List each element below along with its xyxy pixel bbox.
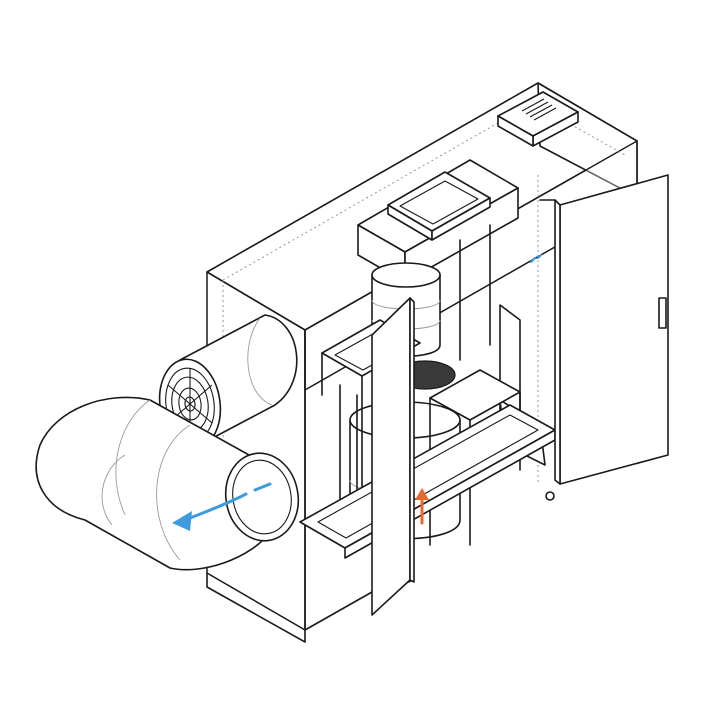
elbow-seam-1: [115, 399, 151, 516]
right-door: [539, 174, 669, 485]
vent-grille-icon: [521, 98, 557, 121]
center-door-edge: [409, 297, 415, 583]
elbow-seam-3: [156, 424, 191, 561]
center-door: [371, 297, 415, 616]
elbow-seam-2: [101, 454, 126, 526]
heat-up-arrow-icon: [415, 488, 429, 525]
elbow-duct: [35, 396, 300, 571]
elbow-duct-body: [35, 396, 273, 571]
cabinet-base-edge-2: [206, 572, 306, 643]
upper-duct-seam: [247, 317, 273, 406]
duct-frame-side: [431, 197, 491, 241]
right-door-panel: [559, 174, 669, 485]
top-vent: [497, 91, 579, 147]
cylinder-upper-cap: [371, 262, 441, 288]
right-door-handle[interactable]: [658, 297, 667, 329]
duct-frame-inner: [399, 180, 479, 225]
caster-right: [545, 491, 555, 501]
top-vent-front: [497, 115, 534, 147]
elbow-duct-opening: [232, 459, 292, 535]
airflow-arrow-icon: [172, 254, 542, 531]
right-door-edge: [554, 199, 561, 485]
base-platform-inner: [317, 414, 539, 539]
cabinet-base-edge: [304, 591, 373, 631]
center-door-panel: [371, 297, 411, 616]
